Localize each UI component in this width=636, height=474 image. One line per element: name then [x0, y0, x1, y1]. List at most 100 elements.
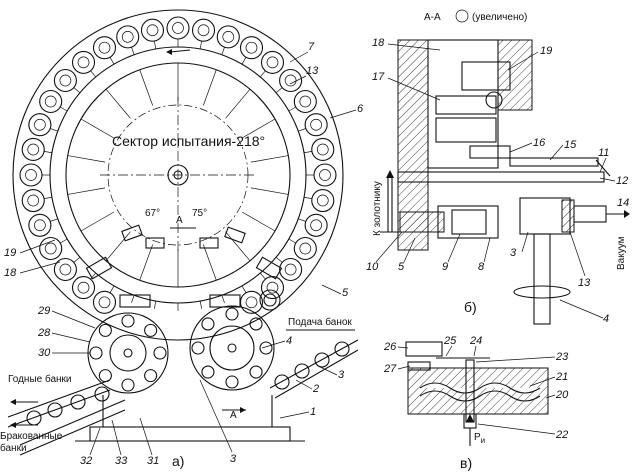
label-1: 1	[310, 406, 316, 418]
spoke-line	[139, 69, 154, 106]
can-pocket-inner	[77, 281, 90, 294]
piston-9	[451, 209, 487, 235]
wheel-can	[201, 365, 215, 379]
wheel-cans	[89, 307, 273, 392]
leader-lines-a	[19, 51, 357, 456]
label-19-a: 19	[4, 247, 16, 259]
can-pocket	[279, 68, 303, 93]
spoke-line	[225, 88, 251, 119]
valve-heads	[85, 224, 283, 311]
label-29: 29	[37, 305, 50, 317]
can-pocket-inner	[59, 263, 72, 276]
wheel-can	[191, 341, 205, 355]
can-pocket-inner	[245, 41, 258, 54]
spoke-line	[250, 155, 289, 163]
can-pocket	[28, 213, 52, 237]
pocket-divider	[90, 70, 96, 78]
wheel-can	[225, 375, 239, 389]
label-22: 22	[555, 429, 568, 441]
label-19-b: 19	[540, 45, 552, 57]
spoke-line	[202, 69, 217, 106]
can-pocket-inner	[59, 74, 72, 87]
section-letter-bottom: А	[230, 410, 237, 421]
leader-lines-b	[375, 43, 616, 319]
can-pocket-inner	[316, 143, 329, 156]
pocket-divider	[221, 47, 225, 55]
can-pocket-inner	[44, 242, 57, 255]
can-pocket	[293, 89, 317, 114]
spoke-line	[241, 118, 276, 139]
rejected-label-2: банки	[0, 442, 27, 454]
spoke-line	[80, 118, 115, 139]
label-14: 14	[617, 197, 629, 209]
can-pocket	[260, 50, 285, 74]
can-pocket-inner	[34, 219, 46, 232]
pocket-divider	[221, 295, 225, 303]
pocket-divider	[298, 128, 306, 132]
spoke-line	[241, 211, 276, 232]
label-16: 16	[533, 137, 546, 149]
wheel-can	[225, 307, 239, 321]
star-wheel-right-hub	[209, 325, 255, 371]
can-pocket-inner	[319, 169, 331, 181]
pocket-divider	[199, 41, 202, 50]
spoke-line	[105, 231, 131, 262]
can-pocket-inner	[316, 194, 329, 207]
label-17: 17	[372, 71, 385, 83]
wheel-can	[98, 323, 112, 337]
pocket-divider	[154, 41, 157, 50]
spoke-line	[80, 211, 115, 232]
machine-base	[89, 426, 291, 442]
star-wheel-left	[87, 312, 169, 394]
can-pocket	[166, 16, 190, 40]
label-12: 12	[616, 175, 628, 187]
wheel-can	[121, 314, 135, 328]
wheel-can	[249, 365, 263, 379]
fig-a-caption: а)	[172, 453, 184, 469]
can-pocket-inner	[245, 296, 258, 309]
wheel-can	[144, 323, 158, 337]
can-pocket	[39, 89, 63, 114]
pocket-divider	[131, 47, 135, 55]
spoke-line	[105, 88, 131, 119]
radial-spokes	[42, 39, 314, 311]
label-26: 26	[383, 341, 397, 353]
label-5-b: 5	[398, 261, 405, 273]
angle-67-label: 67°	[145, 208, 160, 219]
can-pocket-inner	[266, 281, 279, 294]
pocket-divider	[275, 257, 283, 263]
rotation-arrow-head	[166, 49, 172, 55]
label-13-b: 13	[578, 277, 591, 289]
pocket-divider	[131, 295, 135, 303]
can-pocket	[304, 113, 328, 137]
can-pocket-inner	[299, 95, 312, 108]
can-pocket-inner	[222, 31, 235, 43]
spoke-line	[139, 244, 154, 281]
can-pocket-inner	[77, 56, 90, 69]
pocket-divider	[109, 57, 115, 65]
membrane-21	[419, 382, 541, 394]
can-pocket-inner	[299, 242, 312, 255]
can-pockets	[19, 16, 337, 314]
shaft-4	[533, 233, 551, 325]
contact-27	[407, 361, 431, 371]
pocket-divider	[60, 106, 68, 112]
label-32: 32	[80, 455, 92, 467]
can-pocket	[313, 163, 337, 187]
label-3-b: 3	[230, 453, 237, 465]
section-letter-top: А	[176, 215, 183, 226]
plate-13	[561, 199, 575, 233]
can-pocket	[311, 188, 335, 213]
chutes	[7, 329, 359, 456]
enlarged-label: (увеличено)	[472, 12, 527, 23]
can-pocket	[239, 36, 264, 60]
star-wheel-left-hub	[109, 334, 147, 372]
lever-plate	[397, 171, 605, 183]
vacuum-label: Вакуум	[616, 236, 627, 270]
label-15: 15	[564, 139, 577, 151]
pocket-divider	[73, 87, 81, 93]
to-valve-label: К золотнику	[372, 181, 383, 236]
pocket-divider	[44, 151, 53, 154]
can-pocket	[216, 25, 240, 49]
label-18-b: 18	[372, 37, 385, 49]
